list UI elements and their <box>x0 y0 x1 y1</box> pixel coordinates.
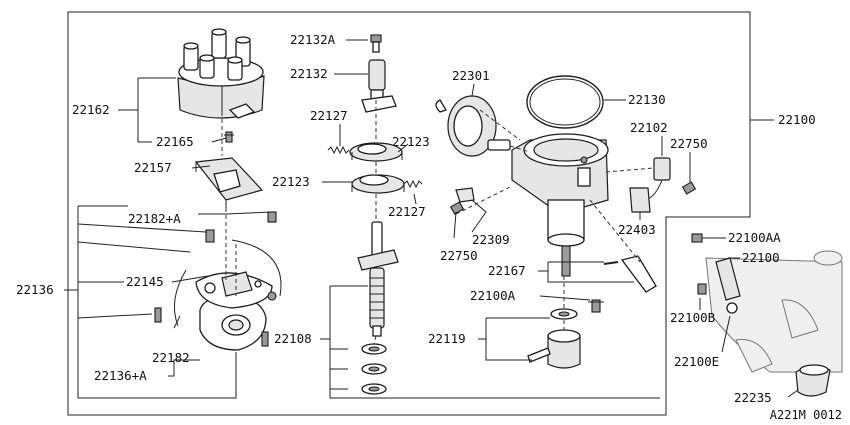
label-22108: 22108 <box>274 331 312 346</box>
label-22235: 22235 <box>734 390 772 405</box>
gasket <box>526 75 604 129</box>
label-22750-left: 22750 <box>440 248 478 263</box>
distributor-seal <box>795 364 831 397</box>
shaft-washers <box>361 343 387 395</box>
label-22100a: 22100A <box>470 288 516 303</box>
distributor-shaft <box>357 221 399 337</box>
engine-block-inset <box>691 233 843 373</box>
vacuum-bracket-screw <box>449 201 465 215</box>
main-frame <box>67 11 751 416</box>
label-22119: 22119 <box>428 331 466 346</box>
housing-bolt <box>588 299 604 313</box>
label-22130: 22130 <box>628 92 666 107</box>
module-screw <box>681 181 697 195</box>
pickup-sensor <box>361 59 397 113</box>
distributor-housing <box>511 133 609 277</box>
governor-springs <box>327 145 423 189</box>
vacuum-bracket <box>455 187 475 203</box>
label-22123-right: 22123 <box>392 134 430 149</box>
reference-code: A221M 0012 <box>770 408 842 422</box>
label-22301: 22301 <box>452 68 490 83</box>
module-bracket <box>629 187 651 213</box>
label-22750-right: 22750 <box>670 136 708 151</box>
label-22132: 22132 <box>290 66 328 81</box>
label-22102: 22102 <box>630 120 668 135</box>
assembly-lines <box>221 100 655 345</box>
rotor <box>194 157 264 208</box>
leader-lines <box>64 39 799 399</box>
label-22167: 22167 <box>488 263 526 278</box>
label-22165: 22165 <box>156 134 194 149</box>
label-22309: 22309 <box>472 232 510 247</box>
drive-clip <box>603 255 657 293</box>
label-22127-top: 22127 <box>310 108 348 123</box>
vacuum-controller <box>435 95 511 157</box>
cap-screw <box>224 131 234 143</box>
label-22403: 22403 <box>618 222 656 237</box>
label-22100aa: 22100AA <box>728 230 781 245</box>
label-22136-a: 22136+A <box>94 368 147 383</box>
label-22100b: 22100B <box>670 310 715 325</box>
label-22132a: 22132A <box>290 32 336 47</box>
label-22100: 22100 <box>778 112 816 127</box>
distributor-cap <box>177 28 265 119</box>
part-labels: 22162 22165 22157 22182+A 22145 22136 22… <box>16 32 816 405</box>
label-22100-inset: 22100 <box>742 250 780 265</box>
label-22182-a: 22182+A <box>128 211 181 226</box>
breaker-plate-assembly <box>154 211 282 351</box>
label-22136: 22136 <box>16 282 54 297</box>
label-22162: 22162 <box>72 102 110 117</box>
label-22157: 22157 <box>134 160 172 175</box>
drive-coupling <box>527 308 581 369</box>
label-22100e: 22100E <box>674 354 719 369</box>
label-22182: 22182 <box>152 350 190 365</box>
label-22127-bottom: 22127 <box>388 204 426 219</box>
vacuum-screw <box>370 34 382 53</box>
label-22123-left: 22123 <box>272 174 310 189</box>
label-22145: 22145 <box>126 274 164 289</box>
ignition-module <box>645 157 671 201</box>
governor-weights <box>349 142 405 194</box>
